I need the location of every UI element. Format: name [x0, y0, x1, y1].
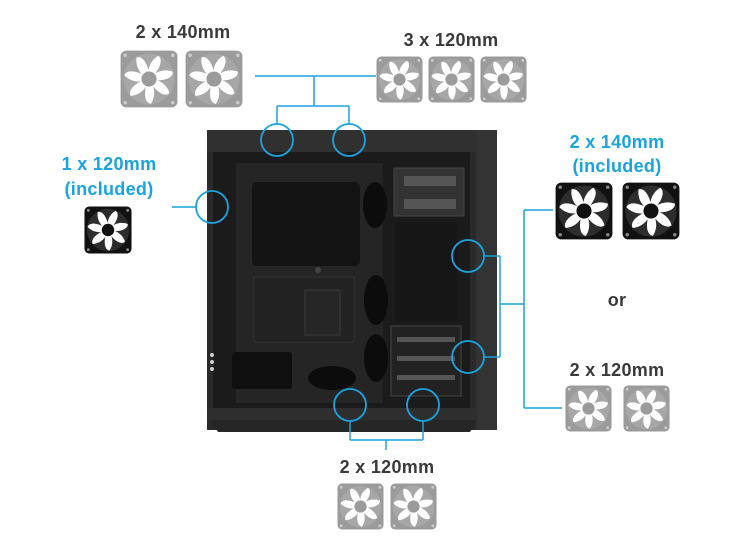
fan-120-icon: [376, 56, 423, 103]
fan-120-icon: [480, 56, 527, 103]
front-included-sublabel: (included): [572, 156, 662, 176]
front-alt-label: 2 x 120mm: [569, 360, 665, 380]
fan-120-icon: [428, 56, 475, 103]
mount-front-1: [451, 239, 485, 273]
fan-140-included-icon: [555, 182, 613, 240]
mount-bottom-2: [406, 388, 440, 422]
fan-120-icon: [623, 385, 670, 432]
rear-included-label: (included): [64, 179, 154, 199]
case-body: [207, 130, 497, 432]
bottom-label: 2 x 120mm: [339, 457, 435, 477]
mount-front-2: [451, 340, 485, 374]
fan-120-icon: [337, 483, 384, 530]
top-140-label: 2 x 140mm: [135, 22, 231, 42]
fan-120-icon: [565, 385, 612, 432]
fan-120-included-icon: [84, 206, 132, 254]
mount-top-2: [332, 123, 366, 157]
or-label: or: [607, 290, 627, 310]
front-included-label: 2 x 140mm: [569, 132, 665, 152]
mount-top-1: [260, 123, 294, 157]
mount-rear: [195, 190, 229, 224]
fan-140-icon: [185, 50, 243, 108]
top-120-label: 3 x 120mm: [403, 30, 499, 50]
fan-120-icon: [390, 483, 437, 530]
rear-label: 1 x 120mm: [61, 154, 157, 174]
mount-bottom-1: [333, 388, 367, 422]
connector-lines: [172, 75, 562, 450]
fan-140-included-icon: [622, 182, 680, 240]
fan-140-icon: [120, 50, 178, 108]
